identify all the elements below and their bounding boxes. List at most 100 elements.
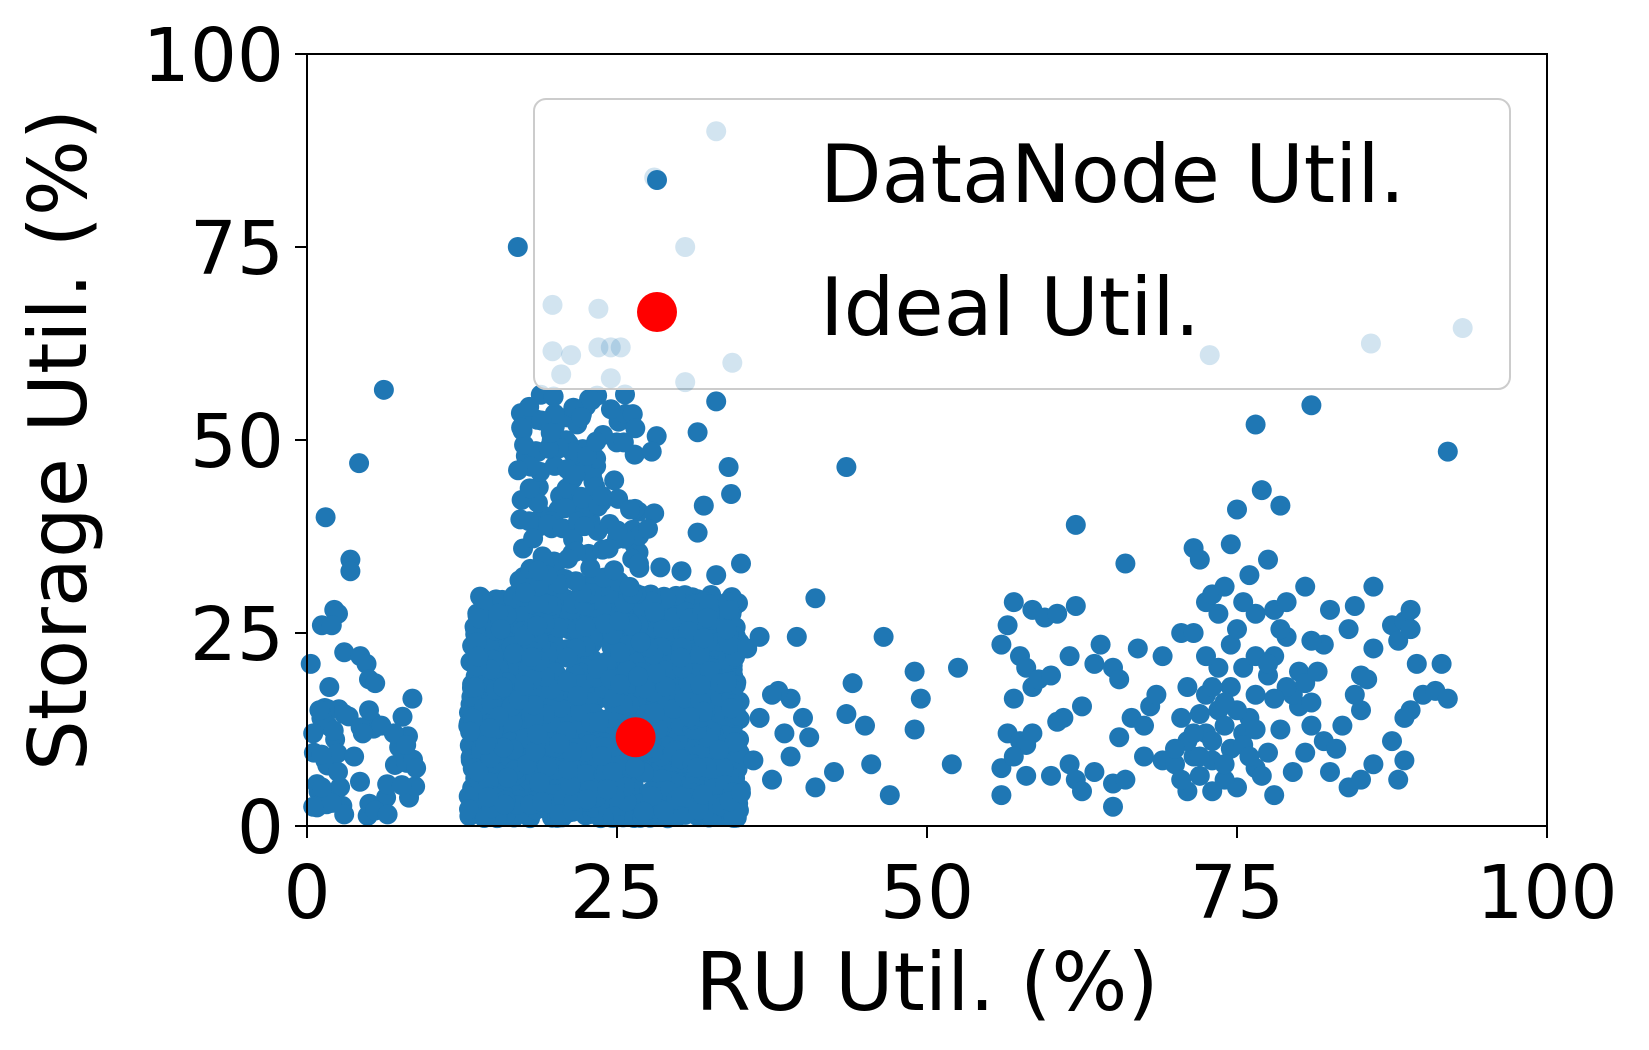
datanode-point — [1003, 688, 1024, 709]
datanode-point — [459, 799, 480, 820]
datanode-point — [805, 588, 826, 609]
datanode-point — [1177, 677, 1198, 698]
datanode-point — [538, 438, 559, 459]
datanode-point — [300, 653, 321, 674]
datanode-point — [519, 396, 540, 417]
datanode-point — [1115, 553, 1136, 574]
datanode-point — [494, 794, 515, 815]
y-tick-label: 25 — [190, 592, 284, 678]
datanode-point — [1202, 731, 1223, 752]
datanode-point — [1199, 345, 1220, 366]
datanode-point — [730, 783, 751, 804]
datanode-point — [574, 516, 595, 537]
datanode-point — [1003, 746, 1024, 767]
datanode-point — [722, 352, 743, 373]
datanode-point — [991, 634, 1012, 655]
datanode-point — [352, 723, 373, 744]
datanode-point — [709, 739, 730, 760]
datanode-point — [1183, 723, 1204, 744]
datanode-point — [1357, 669, 1378, 690]
datanode-point — [628, 666, 649, 687]
datanode-point — [600, 368, 621, 389]
datanode-point — [321, 792, 342, 813]
datanode-point — [377, 774, 398, 795]
datanode-point — [1109, 669, 1130, 690]
datanode-point — [697, 607, 718, 628]
datanode-point — [873, 626, 894, 647]
datanode-point — [1394, 707, 1415, 728]
datanode-point — [948, 657, 968, 678]
datanode-point — [465, 677, 486, 698]
x-tick-label: 50 — [880, 850, 974, 936]
legend: DataNode Util.Ideal Util. — [533, 98, 1511, 393]
x-tick-label: 25 — [570, 850, 664, 936]
datanode-point — [724, 732, 745, 753]
datanode-point — [557, 647, 578, 668]
datanode-point — [644, 503, 665, 524]
datanode-point — [356, 653, 377, 674]
datanode-point — [1171, 707, 1192, 728]
datanode-point — [1245, 414, 1266, 435]
datanode-point — [842, 673, 863, 694]
datanode-point — [330, 777, 351, 798]
datanode-point — [610, 674, 631, 695]
datanode-point — [855, 715, 875, 736]
datanode-point — [1295, 742, 1316, 763]
datanode-point — [1326, 738, 1347, 759]
datanode-point — [671, 561, 692, 582]
datanode-point — [716, 672, 737, 693]
datanode-point — [1127, 638, 1148, 659]
datanode-point — [1301, 692, 1322, 713]
datanode-point — [488, 603, 509, 624]
datanode-point — [1220, 534, 1241, 555]
datanode-point — [1072, 696, 1092, 717]
datanode-point — [1394, 750, 1415, 771]
datanode-point — [1109, 727, 1130, 748]
datanode-point — [1264, 785, 1285, 806]
datanode-point — [551, 364, 572, 385]
datanode-point — [610, 337, 631, 358]
datanode-point — [514, 675, 535, 696]
datanode-point — [523, 528, 544, 549]
datanode-point — [721, 484, 742, 505]
datanode-point — [1059, 646, 1080, 667]
datanode-point — [315, 507, 336, 528]
datanode-point — [328, 761, 348, 782]
datanode-point — [1103, 796, 1123, 817]
datanode-point — [941, 754, 962, 775]
datanode-point — [1214, 692, 1235, 713]
datanode-point — [719, 599, 740, 620]
datanode-point — [805, 777, 826, 798]
datanode-point — [1115, 769, 1136, 790]
datanode-point — [653, 800, 674, 821]
datanode-point — [581, 390, 602, 411]
datanode-point — [1041, 665, 1061, 686]
datanode-point — [737, 638, 758, 659]
datanode-point — [675, 237, 696, 257]
datanode-point — [716, 619, 737, 640]
datanode-point — [479, 717, 500, 738]
datanode-point — [1059, 754, 1080, 775]
datanode-point — [598, 538, 619, 559]
datanode-point — [1388, 769, 1409, 790]
datanode-point — [774, 723, 795, 744]
datanode-point — [641, 441, 662, 462]
datanode-point — [571, 407, 592, 428]
datanode-point — [396, 734, 417, 755]
datanode-point — [529, 772, 550, 793]
datanode-point — [653, 619, 674, 640]
datanode-point — [1214, 754, 1235, 775]
datanode-point — [1227, 499, 1247, 520]
datanode-point — [603, 560, 624, 581]
datanode-point — [1214, 576, 1235, 597]
datanode-point — [350, 771, 371, 792]
datanode-point — [1406, 653, 1427, 674]
legend-ideal-marker — [637, 292, 677, 332]
datanode-point — [543, 386, 564, 407]
datanode-point — [1251, 480, 1272, 501]
datanode-point — [555, 498, 576, 519]
x-tick-label: 100 — [1476, 850, 1617, 936]
datanode-point — [1196, 646, 1216, 667]
datanode-point — [600, 399, 621, 420]
datanode-point — [706, 565, 727, 586]
